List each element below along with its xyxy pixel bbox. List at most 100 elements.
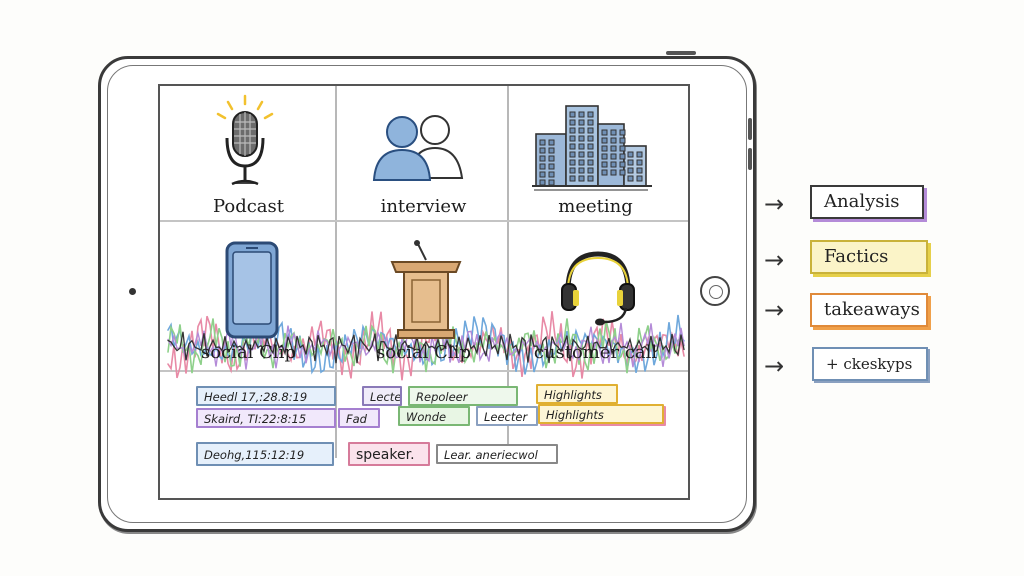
transcript-tag[interactable]: Leecter [476, 406, 538, 426]
building-window [539, 139, 546, 146]
building-window [636, 159, 643, 166]
building-window [601, 129, 608, 136]
building-window [578, 143, 585, 150]
building-window [578, 175, 585, 182]
tile-label-meeting: meeting [558, 196, 633, 217]
building-window [601, 161, 608, 168]
building-window [636, 151, 643, 158]
transcript-tag[interactable]: Highlights [536, 384, 618, 404]
transcript-tag[interactable]: Lecter [362, 386, 402, 406]
building-window [578, 135, 585, 142]
building-window [601, 145, 608, 152]
smartphone-icon [225, 241, 279, 339]
building-window [569, 135, 576, 142]
building-window [539, 171, 546, 178]
output-box-checklist: + ckeskyps [812, 347, 928, 381]
tablet-top-button [666, 51, 696, 55]
building-window [578, 167, 585, 174]
home-button[interactable] [700, 276, 730, 306]
transcript-tag[interactable]: Deohg,115:12:19 [196, 442, 334, 466]
building-window [548, 155, 555, 162]
grid-divider [160, 220, 688, 222]
building-window [619, 161, 626, 168]
building-window [627, 159, 634, 166]
arrow-right-icon: → [764, 352, 785, 380]
transcript-tag[interactable]: speaker. [348, 442, 430, 466]
building-window [610, 153, 617, 160]
building-window [636, 175, 643, 182]
headset-icon [561, 251, 635, 326]
building-window [578, 159, 585, 166]
building-window [610, 129, 617, 136]
building-window [587, 127, 594, 134]
front-camera [129, 288, 136, 295]
arrow-right-icon: → [764, 296, 785, 324]
building-window [548, 179, 555, 186]
tablet-side-button [748, 118, 752, 140]
building-window [569, 175, 576, 182]
transcript-tag[interactable]: Highlights [538, 404, 664, 424]
grid-divider [507, 86, 509, 458]
arrow-right-icon: → [764, 246, 785, 274]
building-window [627, 151, 634, 158]
building-window [569, 159, 576, 166]
tile-label-social-clip: social Clip [376, 342, 471, 363]
tile-label-interview: interview [380, 196, 467, 217]
tile-label-customer-call: customer call [533, 342, 658, 363]
building-window [587, 135, 594, 142]
transcript-tag[interactable]: Skaird, TI:22:8:15 [196, 408, 336, 428]
tile-label-social-clip: social Clip [201, 342, 296, 363]
building-window [569, 119, 576, 126]
building-window [601, 153, 608, 160]
building-window [619, 169, 626, 176]
building-window [548, 171, 555, 178]
building-window [619, 137, 626, 144]
grid-divider [160, 370, 688, 372]
building-window [578, 127, 585, 134]
building-window [578, 119, 585, 126]
waveform-line [167, 331, 685, 364]
building-window [569, 127, 576, 134]
tile-label-podcast: Podcast [212, 196, 285, 217]
transcript-tag[interactable]: Heedl 17,:28.8:19 [196, 386, 336, 406]
transcript-tag[interactable]: Lear. aneriecwol [436, 444, 558, 464]
building-window [610, 161, 617, 168]
building-window [601, 169, 608, 176]
building-window [587, 167, 594, 174]
building-window [619, 129, 626, 136]
people-icon [372, 115, 464, 181]
building-window [587, 111, 594, 118]
building-window [548, 147, 555, 154]
tablet-side-button [748, 148, 752, 170]
building-window [539, 147, 546, 154]
building-window [619, 153, 626, 160]
building-window [548, 139, 555, 146]
output-box-factics: Factics [810, 240, 928, 274]
microphone-icon [216, 94, 274, 186]
building-window [578, 111, 585, 118]
output-box-takeaways: takeaways [810, 293, 928, 327]
building-window [569, 111, 576, 118]
building-window [610, 137, 617, 144]
tablet-screen: Podcast interview meeting social Clip so… [158, 84, 690, 500]
building-window [587, 151, 594, 158]
building-window [610, 169, 617, 176]
building-window [569, 143, 576, 150]
transcript-tag[interactable]: Repoleer [408, 386, 518, 406]
grid-divider [335, 86, 337, 458]
building-window [569, 151, 576, 158]
building-window [539, 179, 546, 186]
transcript-tag[interactable]: Fad [338, 408, 380, 428]
building-window [569, 167, 576, 174]
building-window [578, 151, 585, 158]
output-box-analysis: Analysis [810, 185, 924, 219]
building-window [587, 143, 594, 150]
building-window [587, 119, 594, 126]
transcript-tag[interactable]: Wonde [398, 406, 470, 426]
building-window [627, 167, 634, 174]
building-window [619, 145, 626, 152]
building-window [587, 175, 594, 182]
building-window [539, 163, 546, 170]
building-window [610, 145, 617, 152]
building-window [627, 175, 634, 182]
